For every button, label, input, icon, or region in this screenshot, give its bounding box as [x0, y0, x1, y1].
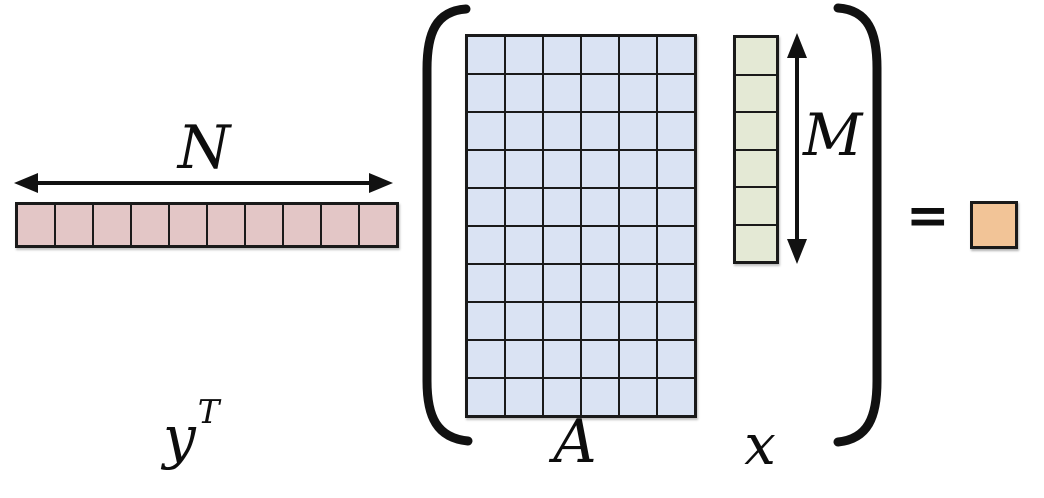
cell [620, 113, 656, 149]
cell [506, 189, 542, 225]
cell [544, 379, 580, 415]
cell [620, 379, 656, 415]
cell [582, 113, 618, 149]
cell [506, 75, 542, 111]
cell [658, 341, 694, 377]
cell [468, 379, 504, 415]
cell [468, 341, 504, 377]
cell [468, 265, 504, 301]
matrix-a [465, 34, 697, 418]
cell [468, 75, 504, 111]
cell [506, 341, 542, 377]
cell [506, 303, 542, 339]
cell [506, 151, 542, 187]
cell [582, 37, 618, 73]
left-parenthesis [422, 4, 473, 446]
cell [506, 227, 542, 263]
cell [620, 151, 656, 187]
col-vector-label: x [744, 413, 776, 478]
cell [736, 188, 776, 224]
cell [620, 75, 656, 111]
cell [620, 341, 656, 377]
cell [56, 205, 92, 245]
cell [544, 75, 580, 111]
cell [246, 205, 282, 245]
cell [658, 113, 694, 149]
cell [284, 205, 320, 245]
cell [620, 303, 656, 339]
cell [620, 265, 656, 301]
result-scalar-cell [970, 201, 1018, 249]
cell [582, 341, 618, 377]
cell [468, 303, 504, 339]
cell [736, 38, 776, 74]
cell [582, 265, 618, 301]
cell [170, 205, 206, 245]
cell [468, 227, 504, 263]
cell [544, 303, 580, 339]
cell [736, 225, 776, 261]
cell [582, 151, 618, 187]
cell [468, 113, 504, 149]
cell [18, 205, 54, 245]
cell [658, 227, 694, 263]
cell [620, 227, 656, 263]
cell [973, 204, 1015, 246]
cell [468, 151, 504, 187]
cell [736, 113, 776, 149]
cell [736, 75, 776, 111]
cell [544, 189, 580, 225]
cell [658, 265, 694, 301]
cell [544, 37, 580, 73]
cell [658, 189, 694, 225]
cell [208, 205, 244, 245]
cell [620, 189, 656, 225]
cell [94, 205, 130, 245]
cell [658, 379, 694, 415]
row-vector-label-base: y [163, 403, 196, 471]
row-vector-y [15, 202, 399, 248]
cell [506, 265, 542, 301]
cell [582, 379, 618, 415]
cell [544, 227, 580, 263]
cell [322, 205, 358, 245]
cell [468, 189, 504, 225]
cell [468, 37, 504, 73]
cell [506, 113, 542, 149]
n-dimension-label: N [177, 113, 231, 183]
cell [582, 189, 618, 225]
cell [582, 75, 618, 111]
cell [506, 37, 542, 73]
right-parenthesis [833, 3, 882, 447]
cell [544, 341, 580, 377]
cell [658, 303, 694, 339]
m-dimension-label: M [803, 101, 863, 169]
row-vector-label: yT [163, 396, 219, 466]
cell [506, 379, 542, 415]
cell [658, 75, 694, 111]
cell [658, 37, 694, 73]
cell [620, 37, 656, 73]
cell [658, 151, 694, 187]
row-vector-label-transpose: T [197, 393, 220, 431]
cell [582, 303, 618, 339]
cell [544, 113, 580, 149]
matrix-label: A [553, 407, 597, 477]
cell [582, 227, 618, 263]
equals-sign: = [906, 185, 950, 246]
cell [132, 205, 168, 245]
cell [544, 265, 580, 301]
cell [736, 150, 776, 186]
cell [544, 151, 580, 187]
col-vector-x [733, 35, 779, 264]
cell [360, 205, 396, 245]
